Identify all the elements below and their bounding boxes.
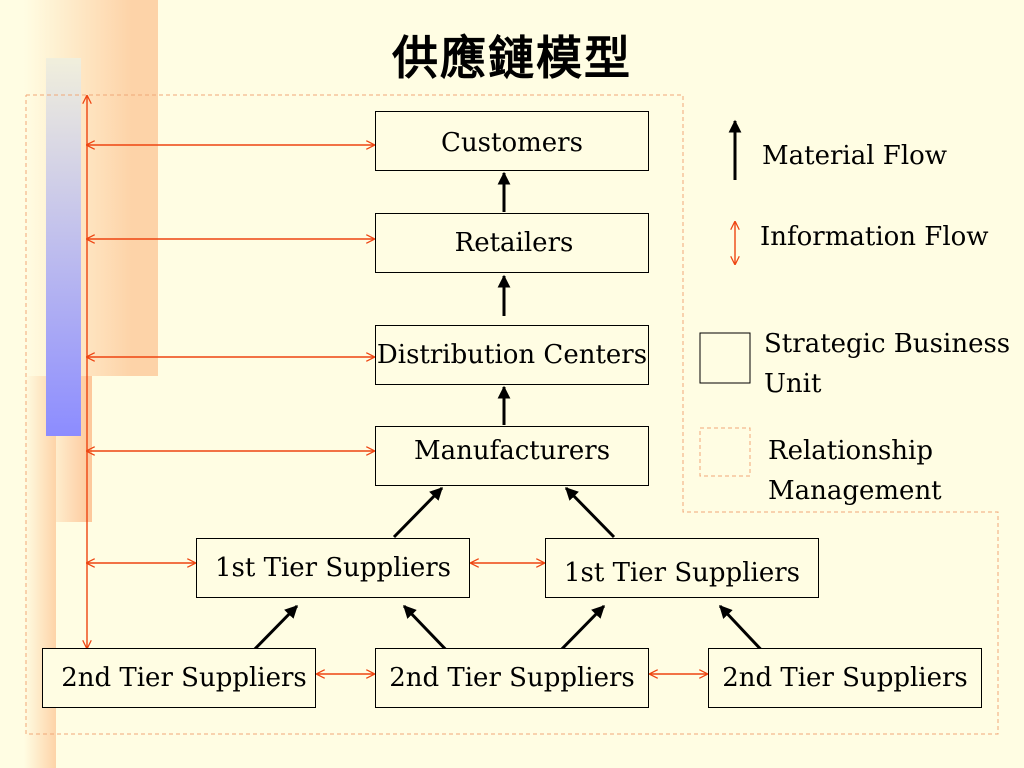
- node-customers: Customers: [375, 111, 649, 171]
- legend-sbu-line1: Strategic Business: [764, 329, 1011, 359]
- legend-relationship-management-label: Relationship Management: [768, 431, 942, 511]
- material-arrow-tier1-right-to-manufacturers: [564, 486, 616, 539]
- node-tier2-suppliers-middle: 2nd Tier Suppliers: [375, 648, 649, 708]
- material-arrow-tier2-middle-to-tier1-left: [402, 604, 454, 658]
- material-arrow-tier2-right-to-tier1-right: [718, 604, 769, 658]
- decoration-band-blue: [46, 58, 81, 436]
- relationship-management-region: [25, 94, 999, 735]
- node-tier1-suppliers-left: 1st Tier Suppliers: [196, 538, 470, 598]
- legend-material-flow-label: Material Flow: [762, 141, 948, 171]
- legend-strategic-business-unit-label: Strategic Business Unit: [764, 324, 1010, 404]
- node-retailers: Retailers: [375, 213, 649, 273]
- legend-strategic-business-unit-swatch: [699, 332, 751, 384]
- node-tier2-suppliers-right: 2nd Tier Suppliers: [708, 648, 982, 708]
- material-arrow-tier2-middle-to-tier1-right: [553, 604, 606, 658]
- legend-rm-line2: Management: [768, 476, 942, 506]
- legend-rm-line1: Relationship: [768, 436, 933, 466]
- node-tier1-suppliers-right: 1st Tier Suppliers: [545, 538, 819, 598]
- material-arrow-tier2-left-to-tier1-left: [246, 604, 299, 658]
- node-distribution-centers: Distribution Centers: [375, 325, 649, 385]
- legend-sbu-line2: Unit: [764, 369, 822, 399]
- page-title: 供應鏈模型: [392, 31, 632, 85]
- node-tier2-suppliers-left: 2nd Tier Suppliers: [42, 648, 316, 708]
- node-manufacturers: Manufacturers: [375, 426, 649, 486]
- legend-relationship-management-swatch: [699, 427, 751, 477]
- legend-information-flow-label: Information Flow: [760, 222, 989, 252]
- material-arrow-tier1-left-to-manufacturers: [392, 486, 444, 539]
